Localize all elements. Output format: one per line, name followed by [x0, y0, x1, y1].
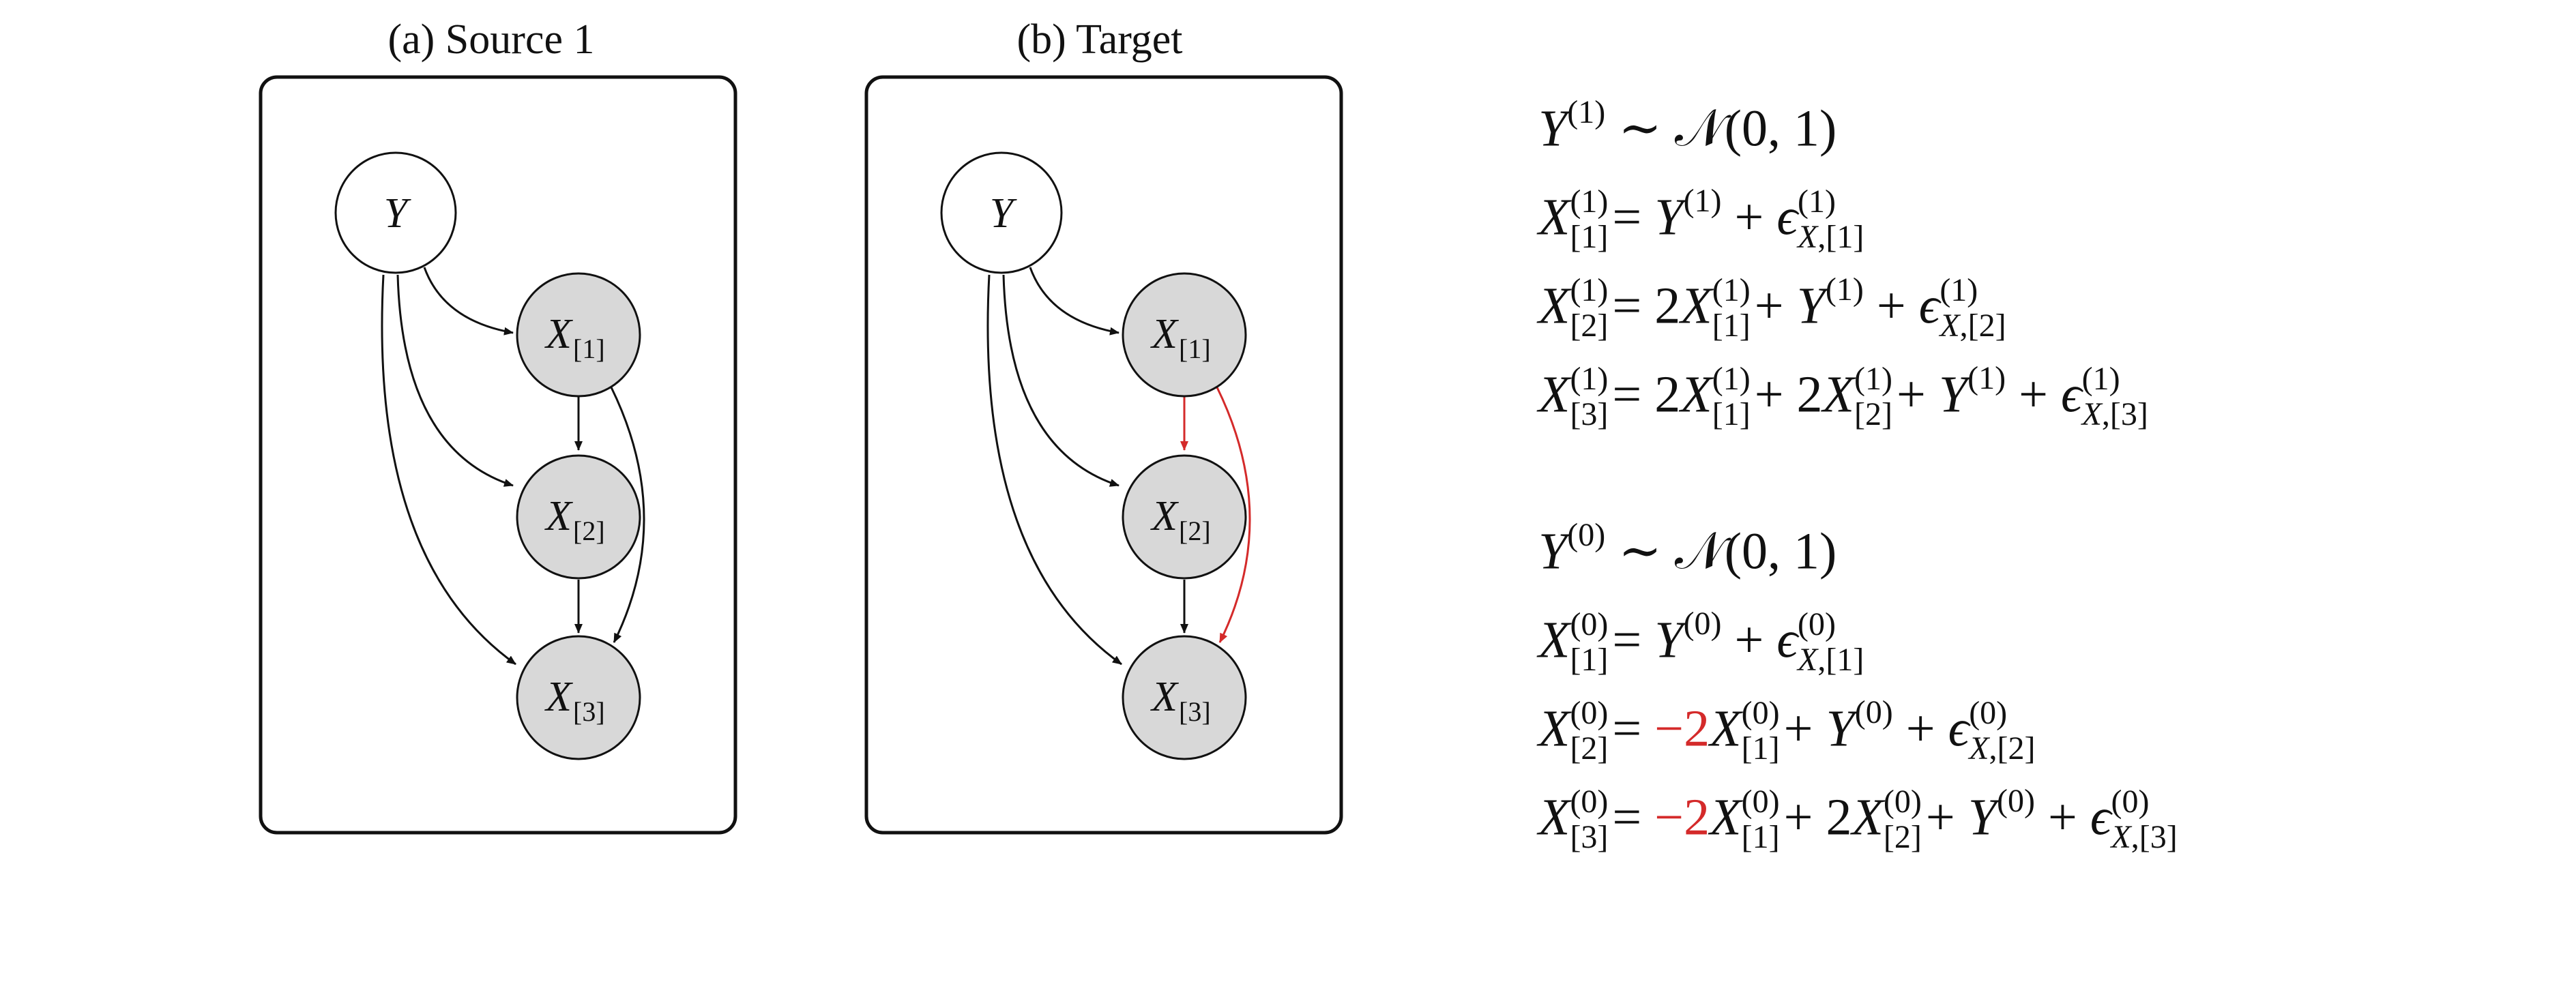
node-x1: X [1] [1122, 272, 1247, 398]
edge-y-x3 [381, 274, 516, 666]
svg-text:[1]: [1] [573, 333, 605, 364]
node-y: Y [334, 151, 457, 274]
edge-y-x1 [1029, 267, 1119, 336]
svg-text:X: X [544, 674, 573, 720]
equation-y-target: Y(0) ∼ 𝒩(0, 1) [1538, 517, 1837, 580]
equation-x1-source: X(1)[1]= Y(1) + ϵ(1)X,[1] [1538, 183, 1864, 256]
equations: Y(1) ∼ 𝒩(0, 1) X(1)[1]= Y(1) + ϵ(1)X,[1]… [1538, 68, 2425, 856]
svg-text:X: X [1150, 674, 1179, 720]
svg-text:X: X [544, 311, 573, 357]
svg-text:X: X [1150, 493, 1179, 539]
changed-coefficient: −2 [1654, 788, 1710, 846]
equation-x3-source: X(1)[3]= 2X(1)[1]+ 2X(1)[2]+ Y(1) + ϵ(1)… [1538, 360, 2148, 433]
edge-x1-x3 [610, 387, 645, 643]
svg-text:[3]: [3] [573, 696, 605, 727]
panel-title-target: (b) Target [1016, 16, 1182, 63]
panel-title-source: (a) Source 1 [388, 16, 595, 63]
svg-text:Y: Y [990, 190, 1017, 237]
edge-y-x2 [396, 274, 514, 487]
equation-x2-target: X(0)[2]= −2X(0)[1]+ Y(0) + ϵ(0)X,[2] [1538, 694, 2036, 767]
svg-text:[2]: [2] [573, 516, 605, 546]
svg-text:[3]: [3] [1179, 696, 1211, 727]
node-x3: X [3] [516, 635, 641, 760]
edge-y-x3 [986, 274, 1122, 666]
node-x2: X [2] [1122, 454, 1247, 580]
edge-y-x2 [1002, 274, 1119, 487]
edge-x1-x3-changed [1216, 387, 1251, 643]
equation-x1-target: X(0)[1]= Y(0) + ϵ(0)X,[1] [1538, 606, 1864, 679]
panel-target: (b) Target Y X [1] X [2] X [3] [864, 16, 1343, 835]
equation-x3-target: X(0)[3]= −2X(0)[1]+ 2X(0)[2]+ Y(0) + ϵ(0… [1538, 783, 2178, 856]
svg-text:[2]: [2] [1179, 516, 1211, 546]
changed-coefficient: −2 [1654, 700, 1710, 758]
svg-text:[1]: [1] [1179, 333, 1211, 364]
node-x2: X [2] [516, 454, 641, 580]
panel-source: (a) Source 1 Y X [1] X [2] X [3] [259, 16, 737, 835]
node-x1: X [1] [516, 272, 641, 398]
svg-text:X: X [544, 493, 573, 539]
panel-frame [259, 75, 737, 835]
equation-x2-source: X(1)[2]= 2X(1)[1]+ Y(1) + ϵ(1)X,[2] [1538, 271, 2006, 344]
svg-text:Y: Y [384, 190, 411, 237]
edge-y-x1 [423, 267, 514, 336]
panel-frame [864, 75, 1343, 835]
equation-y-source: Y(1) ∼ 𝒩(0, 1) [1538, 94, 1837, 158]
svg-text:X: X [1150, 311, 1179, 357]
node-y: Y [940, 151, 1063, 274]
node-x3: X [3] [1122, 635, 1247, 760]
